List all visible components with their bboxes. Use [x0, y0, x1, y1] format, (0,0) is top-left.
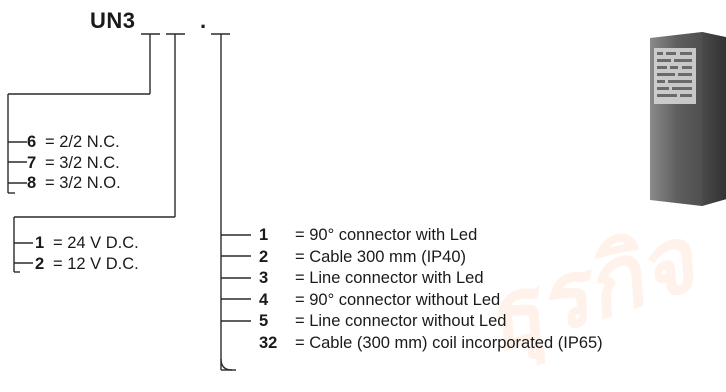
option-label: = 90° connector with Led: [295, 226, 478, 244]
connector-option-row: 4 = 90° connector without Led: [259, 290, 603, 312]
option-code: 5: [259, 312, 269, 330]
valve-option-row: 6 = 2/2 N.C.: [27, 132, 121, 153]
connector-option-row: 2 = Cable 300 mm (IP40): [259, 247, 603, 269]
valve-option-row: 7 = 3/2 N.C.: [27, 153, 121, 174]
valve-option-row: 8 = 3/2 N.O.: [27, 173, 121, 194]
option-code: 3: [259, 269, 269, 287]
option-label: = 90° connector without Led: [295, 290, 501, 309]
option-label: = Line connector without Led: [295, 312, 507, 330]
option-code: 2: [259, 247, 269, 266]
option-code: 7: [27, 153, 37, 172]
option-label: = 3/2 N.C.: [45, 153, 120, 172]
code-separator-dot: .: [200, 8, 207, 33]
option-code: 1: [35, 234, 45, 252]
option-label: = Line connector with Led: [295, 269, 484, 287]
voltage-option-row: 2 = 12 V D.C.: [35, 254, 139, 275]
option-code: 1: [259, 226, 269, 244]
connector-options: 1 = 90° connector with Led 2 = Cable 300 m…: [259, 225, 603, 354]
option-label: = 2/2 N.C.: [45, 133, 120, 151]
connector-option-row: 3 = Line connector with Led: [259, 268, 603, 290]
option-label: = 12 V D.C.: [53, 254, 139, 273]
option-code: 2: [35, 254, 45, 273]
option-label: = 3/2 N.O.: [45, 174, 121, 192]
connector-option-row: 5 = Line connector without Led: [259, 311, 603, 333]
solenoid-coil-image: [650, 32, 726, 206]
option-code: 32: [259, 333, 278, 352]
connector-option-row: 1 = 90° connector with Led: [259, 225, 603, 247]
option-label: = Cable 300 mm (IP40): [295, 247, 467, 266]
voltage-options: 1 = 24 V D.C. 2 = 12 V D.C.: [35, 233, 139, 274]
option-code: 4: [259, 290, 269, 309]
option-label: = Cable (300 mm) coil incorporated (IP65…: [295, 333, 603, 352]
valve-function-options: 6 = 2/2 N.C. 7 = 3/2 N.C. 8 = 3/2 N.O.: [27, 132, 121, 194]
voltage-option-row: 1 = 24 V D.C.: [35, 233, 139, 254]
option-label: = 24 V D.C.: [53, 234, 139, 252]
option-code: 6: [27, 133, 37, 151]
option-code: 8: [27, 174, 37, 192]
connector-option-row: 32 = Cable (300 mm) coil incorporated (IP…: [259, 333, 603, 355]
product-code-prefix: UN3: [90, 8, 136, 33]
